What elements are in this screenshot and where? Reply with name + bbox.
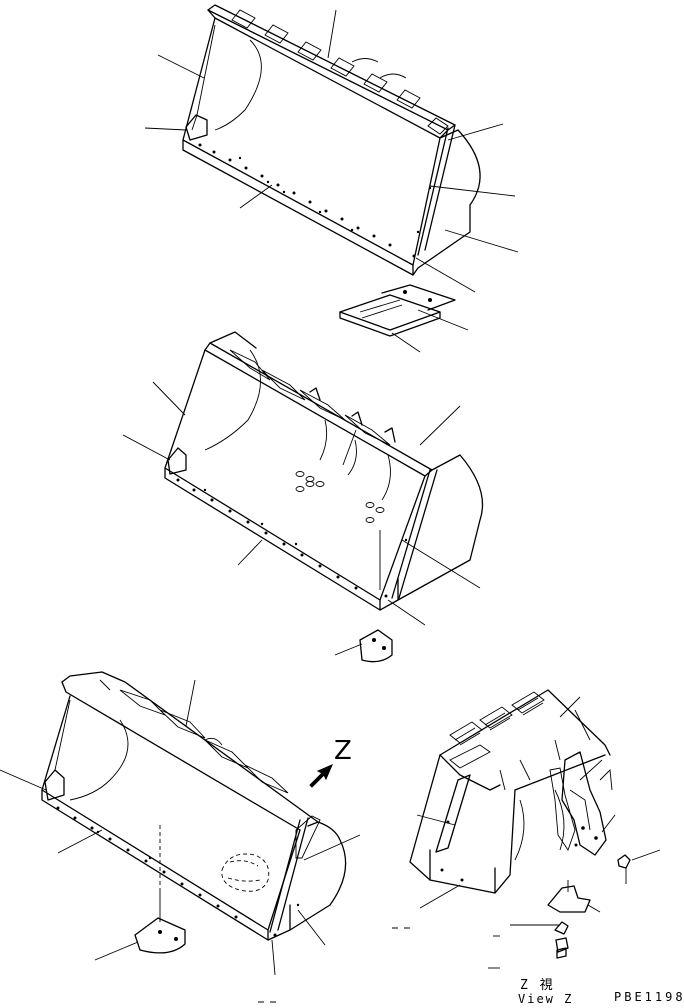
bucket-top bbox=[182, 4, 481, 276]
bucket-bottom-left bbox=[41, 671, 347, 941]
z-view-arrow bbox=[309, 764, 333, 788]
view-z-caption-japanese: Z 視 bbox=[520, 978, 555, 993]
bucket-middle bbox=[164, 331, 484, 611]
bucket-view-z bbox=[409, 689, 613, 894]
wear-plate-top bbox=[339, 284, 456, 337]
leaders-bottom-left bbox=[0, 679, 361, 976]
leaders-view-z bbox=[392, 696, 661, 969]
drawing-number: PBE1198 bbox=[614, 990, 684, 1004]
z-view-marker: Z bbox=[334, 736, 352, 766]
view-z-caption-english: View Z bbox=[518, 992, 574, 1006]
wear-plate-bottom-left bbox=[134, 917, 186, 954]
view-z-hardware bbox=[547, 854, 631, 959]
wear-plate-middle bbox=[359, 629, 393, 663]
leaders-top bbox=[144, 9, 519, 353]
leaders-middle bbox=[122, 381, 481, 656]
